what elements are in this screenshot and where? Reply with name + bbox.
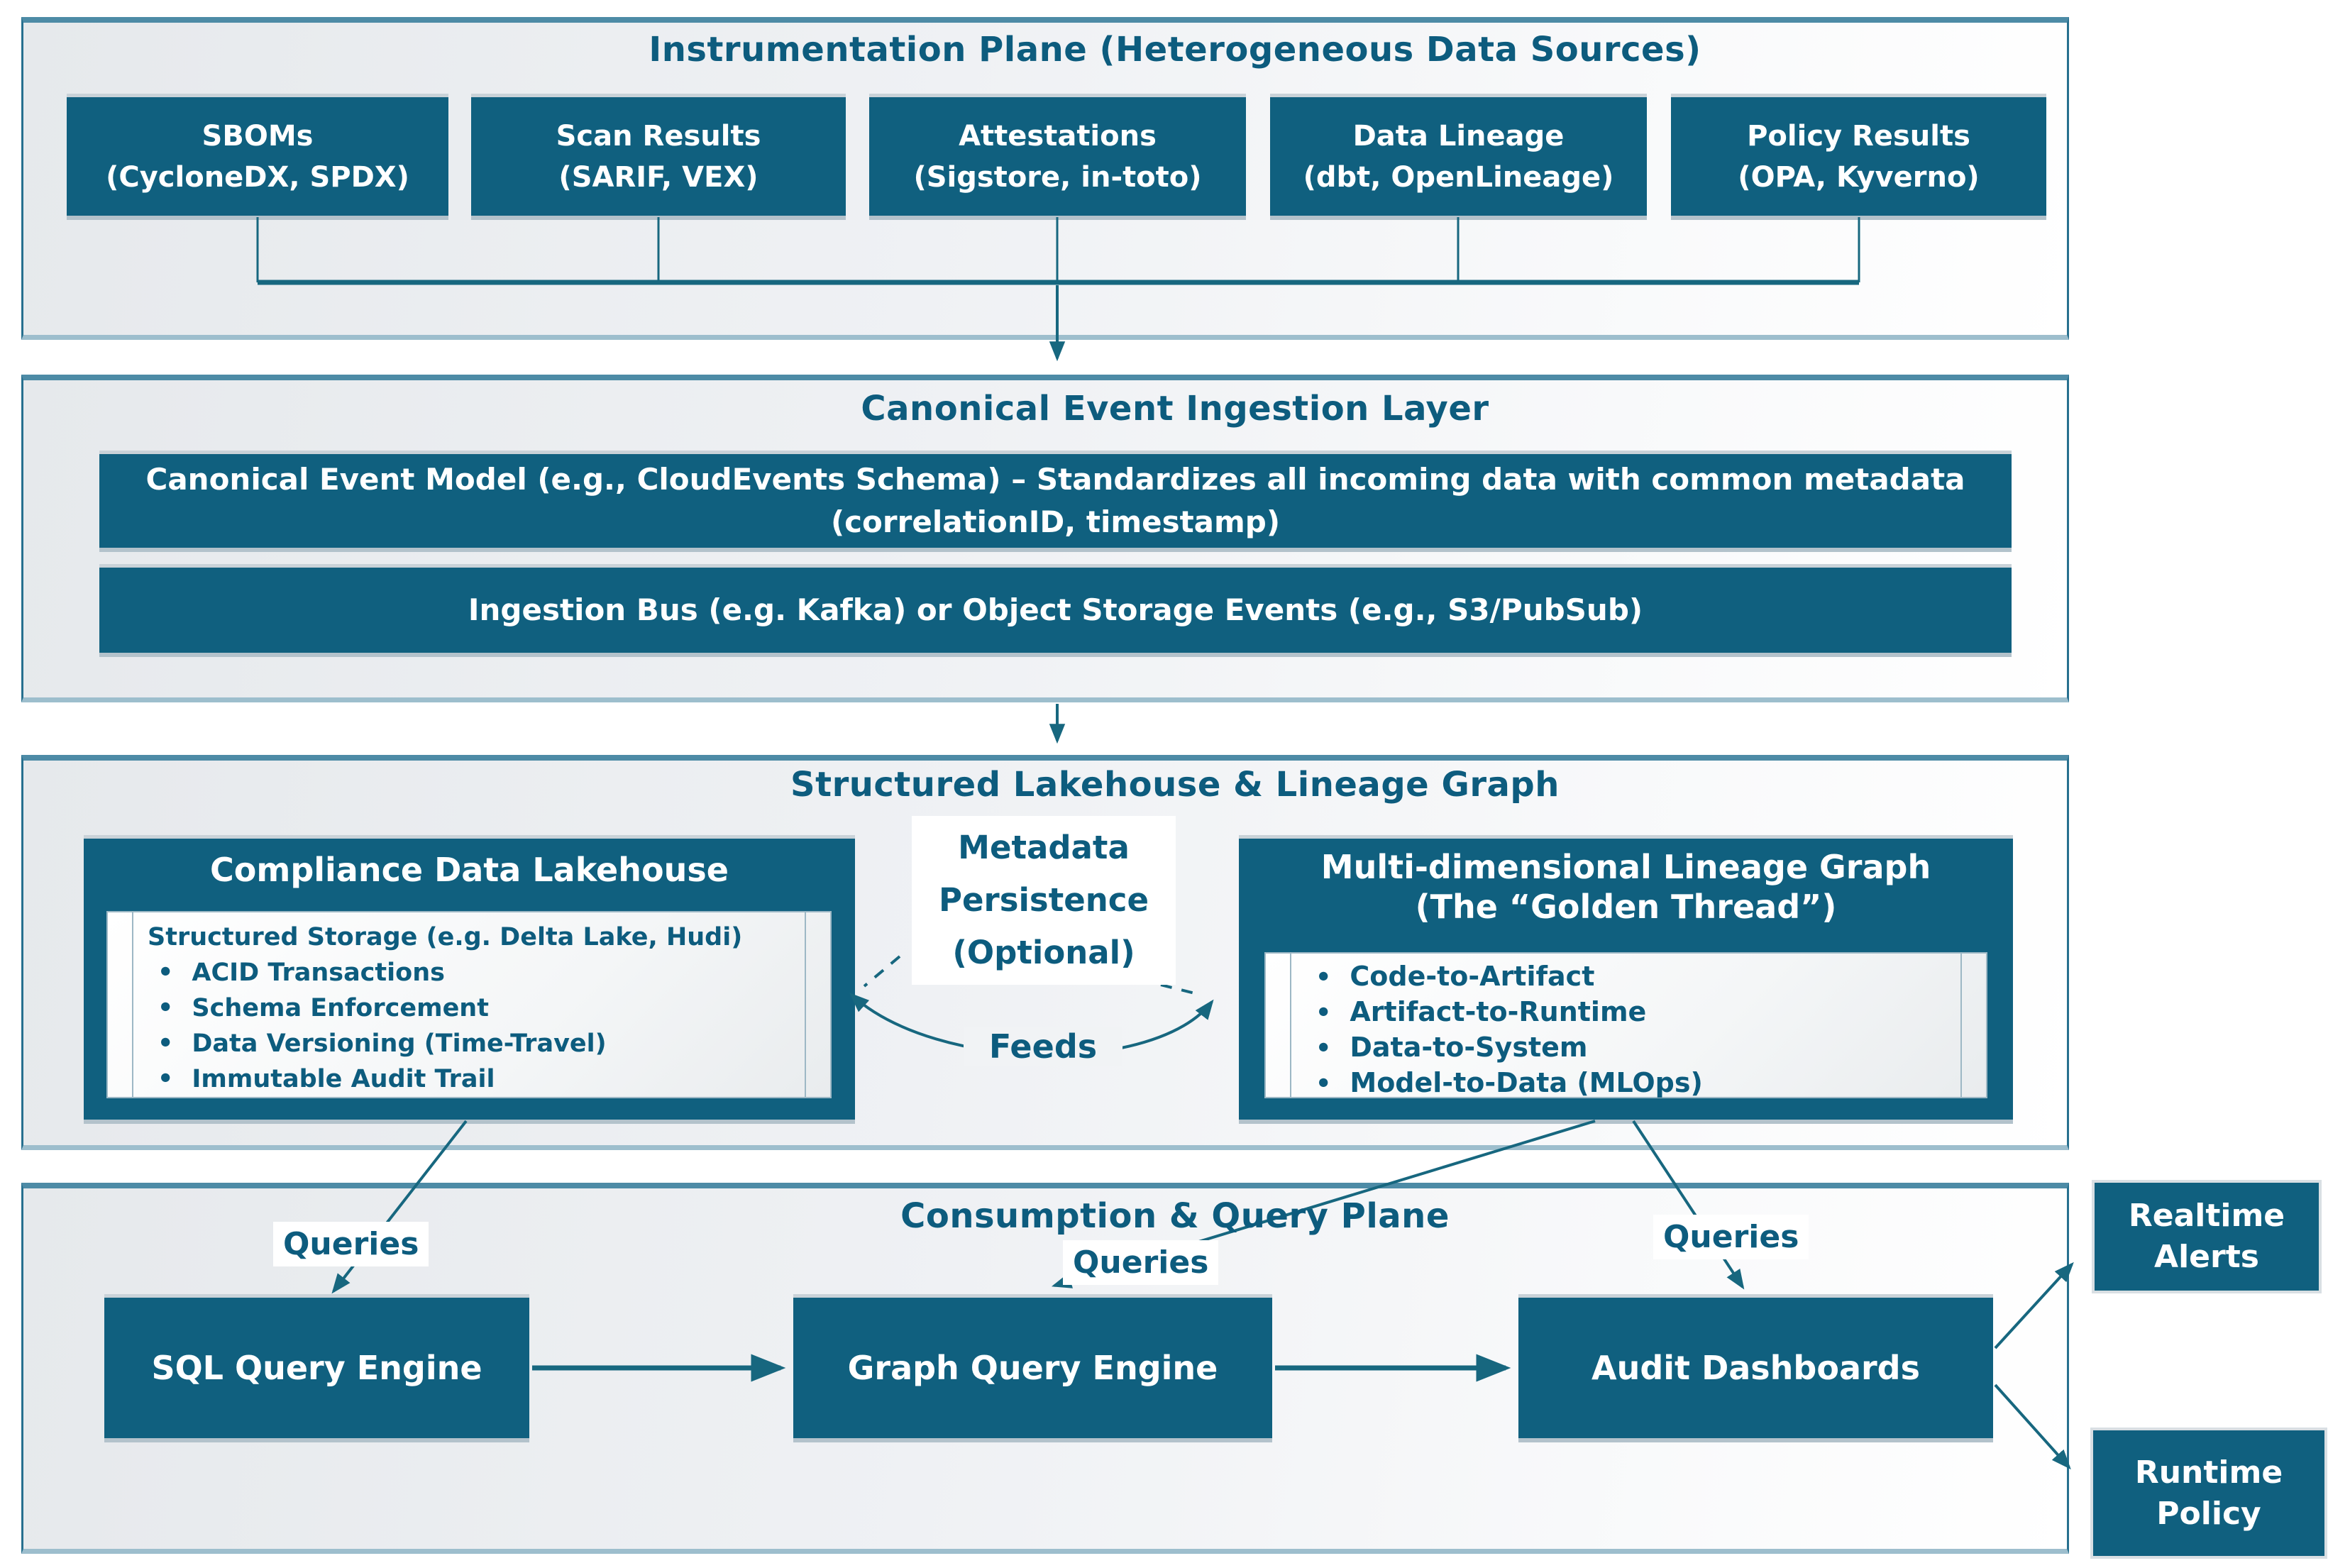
list-item: Model-to-Data (MLOps) (1306, 1066, 1972, 1101)
source-box-line1: Data Lineage (1352, 119, 1565, 153)
list-item: Data-to-System (1306, 1030, 1972, 1066)
queries-label-sql: Queries (273, 1222, 429, 1266)
runtime-policy-box: Runtime Policy (2090, 1428, 2327, 1559)
queries-label-graph: Queries (1063, 1240, 1219, 1285)
source-box-line2: (OPA, Kyverno) (1738, 160, 1980, 194)
output-line1: Realtime (2128, 1198, 2285, 1234)
source-box-line1: SBOMs (202, 119, 314, 153)
audit-to-realtime-arrow (1994, 1261, 2074, 1349)
feeds-label: Feeds (964, 1027, 1122, 1066)
compliance-lakehouse-title: Compliance Data Lakehouse (210, 851, 729, 889)
bullet-text: Model-to-Data (MLOps) (1350, 1067, 1703, 1098)
realtime-alerts-box: Realtime Alerts (2092, 1180, 2322, 1293)
ingestion-bus-text: Ingestion Bus (e.g. Kafka) or Object Sto… (468, 592, 1643, 627)
bullet-text: Immutable Audit Trail (192, 1065, 495, 1093)
output-line2: Policy (2156, 1495, 2261, 1532)
list-item: Artifact-to-Runtime (1306, 995, 1972, 1030)
source-box-attestations: Attestations (Sigstore, in-toto) (869, 97, 1246, 216)
bullet-text: Data Versioning (Time-Travel) (192, 1029, 607, 1058)
list-item: Schema Enforcement (148, 990, 816, 1026)
audit-to-runtime-arrow (1994, 1384, 2071, 1470)
metadata-note-line3: (Optional) (952, 934, 1135, 971)
output-line1: Runtime (2134, 1454, 2283, 1491)
metadata-persistence-note: Metadata Persistence (Optional) (912, 816, 1176, 985)
instrumentation-plane-title: Instrumentation Plane (Heterogeneous Dat… (649, 30, 1701, 70)
canonical-event-model-bar: Canonical Event Model (e.g., CloudEvents… (99, 454, 2012, 548)
source-box-policy-results: Policy Results (OPA, Kyverno) (1671, 97, 2046, 216)
source-box-line2: (CycloneDX, SPDX) (106, 160, 409, 194)
consumption-plane-title: Consumption & Query Plane (900, 1196, 1450, 1236)
source-box-line2: (dbt, OpenLineage) (1303, 160, 1614, 194)
feeds-dash-right (1160, 983, 1201, 996)
bullet-text: Artifact-to-Runtime (1350, 996, 1647, 1027)
structured-storage-heading: Structured Storage (e.g. Delta Lake, Hud… (148, 923, 743, 951)
canonical-event-model-text: Canonical Event Model (e.g., CloudEvents… (145, 462, 1965, 539)
engine-label: Audit Dashboards (1592, 1349, 1920, 1387)
lineage-graph-title-line2: (The “Golden Thread”) (1415, 888, 1837, 926)
source-box-line1: Policy Results (1747, 119, 1970, 153)
compliance-storage-panel: Structured Storage (e.g. Delta Lake, Hud… (106, 911, 832, 1098)
lineage-graph-title-line1: Multi-dimensional Lineage Graph (1320, 848, 1931, 886)
bullet-text: Data-to-System (1350, 1032, 1588, 1063)
source-box-line1: Attestations (959, 119, 1157, 153)
lineage-dimensions-panel: Code-to-Artifact Artifact-to-Runtime Dat… (1264, 952, 1987, 1098)
bullet-text: ACID Transactions (192, 959, 445, 987)
metadata-note-line2: Persistence (939, 881, 1149, 919)
audit-dashboards-box: Audit Dashboards (1518, 1298, 1993, 1438)
source-box-line2: (Sigstore, in-toto) (913, 160, 1202, 194)
source-box-line1: Scan Results (556, 119, 761, 153)
source-box-line2: (SARIF, VEX) (558, 160, 758, 194)
queries-label-audit: Queries (1653, 1215, 1809, 1259)
metadata-note-line1: Metadata (958, 829, 1130, 866)
source-box-sboms: SBOMs (CycloneDX, SPDX) (67, 97, 448, 216)
output-line2: Alerts (2154, 1239, 2259, 1275)
lakehouse-plane-title: Structured Lakehouse & Lineage Graph (790, 765, 1560, 805)
list-item: Data Versioning (Time-Travel) (148, 1026, 816, 1061)
audit-queries-arrow (1632, 1120, 1745, 1290)
ingestion-bus-bar: Ingestion Bus (e.g. Kafka) or Object Sto… (99, 568, 2012, 653)
source-box-data-lineage: Data Lineage (dbt, OpenLineage) (1270, 97, 1647, 216)
bullet-text: Schema Enforcement (192, 994, 489, 1022)
feeds-dash-left (863, 955, 901, 988)
list-item: Code-to-Artifact (1306, 959, 1972, 995)
list-item: Immutable Audit Trail (148, 1061, 816, 1097)
graph-query-engine-box: Graph Query Engine (793, 1298, 1272, 1438)
list-item: ACID Transactions (148, 955, 816, 990)
bullet-text: Code-to-Artifact (1350, 961, 1595, 992)
source-box-scan-results: Scan Results (SARIF, VEX) (471, 97, 846, 216)
sql-query-engine-box: SQL Query Engine (104, 1298, 529, 1438)
ingestion-plane-title: Canonical Event Ingestion Layer (861, 389, 1489, 429)
engine-label: SQL Query Engine (151, 1349, 482, 1387)
engine-label: Graph Query Engine (847, 1349, 1218, 1387)
